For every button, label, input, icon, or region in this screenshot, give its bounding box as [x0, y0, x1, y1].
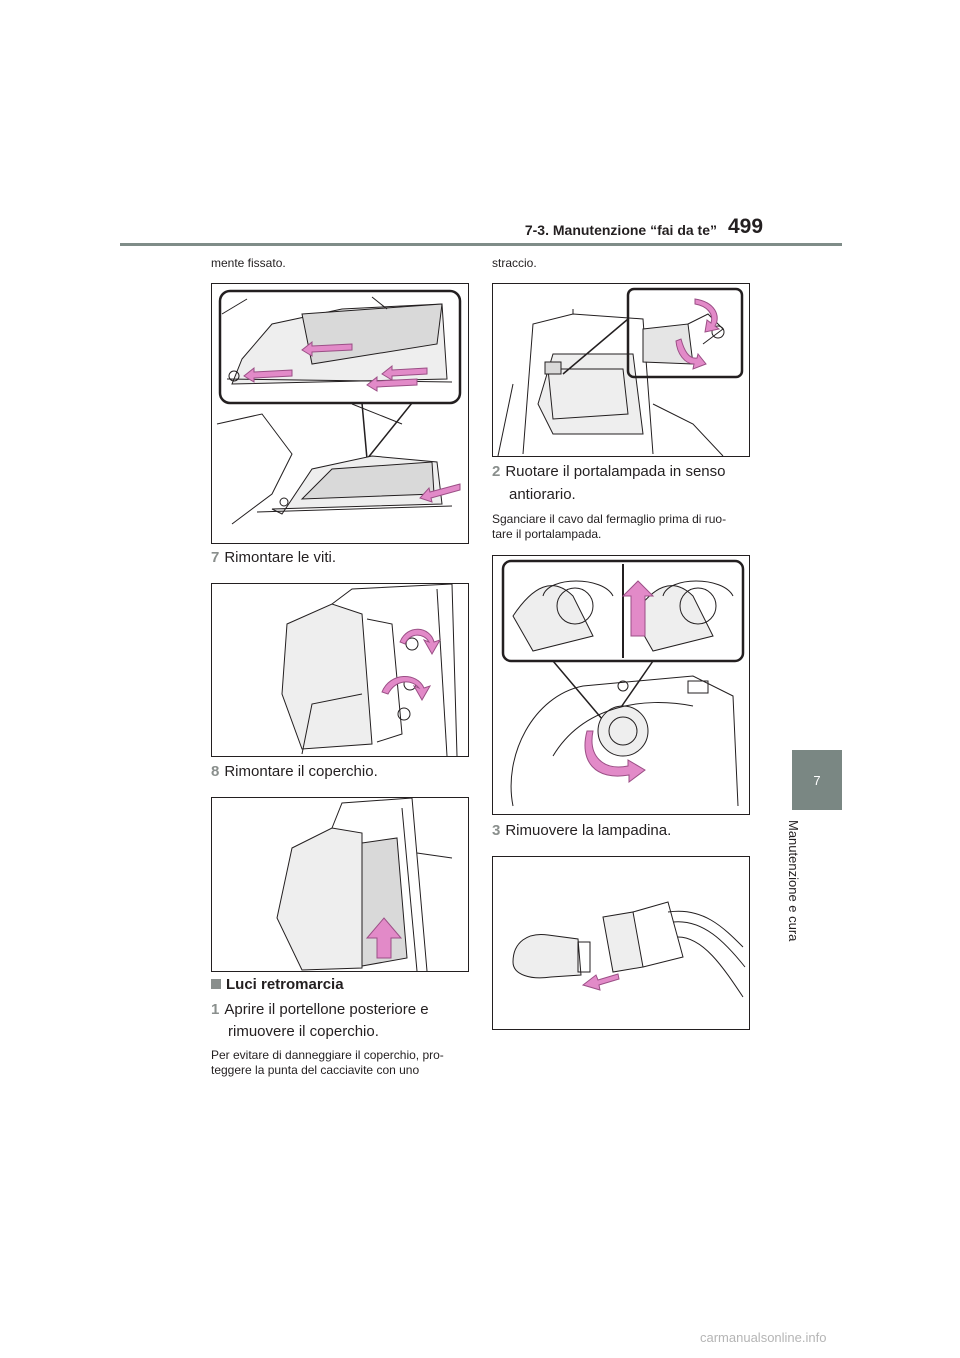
step-1-text-line1: Aprire il portellone posteriore e — [224, 1001, 429, 1018]
continued-text-right: straccio. — [492, 256, 537, 270]
header-rule — [120, 243, 842, 246]
step-1-number: 1 — [211, 1001, 220, 1018]
open-tailgate-illustration — [497, 287, 744, 456]
step-3-number: 3 — [492, 822, 501, 839]
watermark: carmanualsonline.info — [700, 1330, 827, 1345]
step-8-number: 8 — [211, 763, 220, 780]
figure-bulb-socket — [492, 555, 750, 815]
step-7-text: Rimontare le viti. — [224, 549, 337, 566]
chapter-number: 7 — [813, 772, 821, 788]
heading-bullet — [211, 979, 221, 989]
step-8-text: Rimontare il coperchio. — [224, 763, 378, 780]
step-7-number: 7 — [211, 549, 220, 566]
section-title: 7-3. Manutenzione “fai da te” — [524, 222, 717, 238]
figure-cover-reinstall — [211, 797, 469, 972]
continued-text-left: mente fissato. — [211, 256, 286, 270]
note-right-line2: tare il portalampada. — [492, 527, 602, 541]
note-left-line1: Per evitare di danneggiare il coperchio,… — [211, 1048, 444, 1062]
step-2-text-line2: antiorario. — [509, 486, 576, 503]
note-right-line1: Sganciare il cavo dal fermaglio prima di… — [492, 512, 727, 526]
figure-screws — [211, 583, 469, 757]
heading-text: Luci retromarcia — [226, 976, 344, 993]
chapter-title: Manutenzione e cura — [786, 820, 801, 942]
bulb-socket-illustration — [501, 559, 745, 807]
step-2-text-line1: Ruotare il portalampada in senso — [505, 463, 726, 480]
section-heading-reverse-lights: Luci retromarcia — [211, 976, 344, 993]
note-left-line2: teggere la punta del cacciavite con uno — [211, 1063, 420, 1077]
cover-reinstall-illustration — [276, 798, 453, 971]
chapter-tab: 7 — [792, 750, 842, 810]
step-2-number: 2 — [492, 463, 501, 480]
remove-bulb-illustration — [512, 901, 746, 998]
step-1-text-line2: rimuovere il coperchio. — [228, 1023, 379, 1040]
figure-cover-install — [211, 283, 469, 544]
figure-remove-bulb — [492, 856, 750, 1030]
cover-install-illustration — [216, 289, 462, 525]
figure-open-tailgate — [492, 283, 750, 457]
page-number: 499 — [728, 215, 764, 238]
screws-illustration — [281, 584, 458, 756]
step-3-text: Rimuovere la lampadina. — [505, 822, 672, 839]
